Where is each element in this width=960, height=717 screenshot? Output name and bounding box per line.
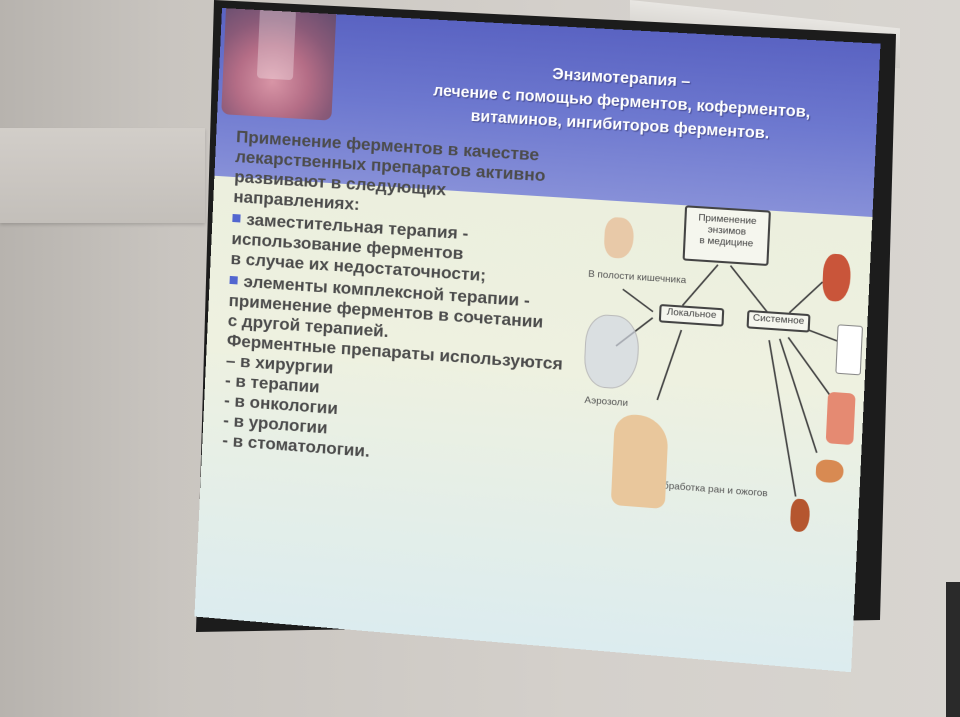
- enzyme-diagram: Применение энзимов в медицине Локальное …: [571, 181, 869, 538]
- wall-edge: [946, 582, 960, 717]
- projected-slide: Энзимотерапия – лечение с помощью фермен…: [194, 8, 881, 673]
- slide-body: Применение ферментов в качестве лекарств…: [222, 127, 623, 480]
- arm-icon: [610, 413, 669, 510]
- bullet-square-icon: [229, 275, 238, 285]
- center-box: Применение энзимов в медицине: [682, 205, 771, 267]
- bullet-square-icon: [232, 213, 241, 223]
- legs-icon: [825, 391, 856, 446]
- joints-icon: [835, 324, 864, 376]
- flask-image: [221, 8, 337, 121]
- wall-panel: [0, 128, 205, 223]
